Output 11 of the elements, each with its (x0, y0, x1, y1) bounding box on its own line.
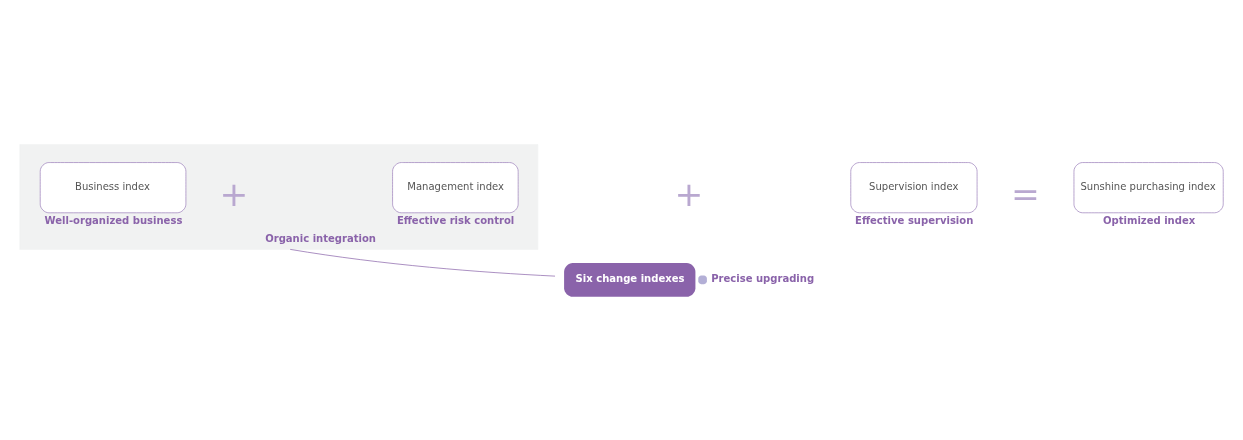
node-label: Effective supervision (855, 214, 974, 226)
label: + (674, 173, 704, 214)
node-label: Well-organized business (44, 214, 183, 226)
cluster (19, 143, 539, 250)
node-label: Precise upgrading (711, 272, 815, 284)
node-label: Optimized index (1103, 214, 1196, 226)
label: = (1011, 173, 1040, 214)
connector (289, 248, 556, 276)
edge-label: Organic integration (265, 232, 376, 244)
node-label: Effective risk control (396, 214, 515, 226)
label: + (219, 173, 249, 214)
